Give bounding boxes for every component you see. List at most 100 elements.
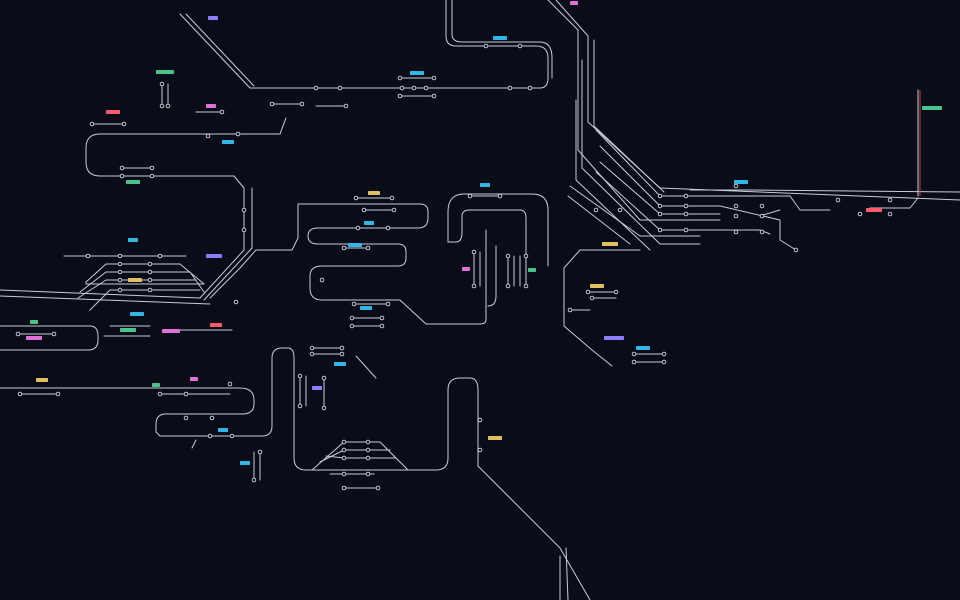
station-node[interactable] bbox=[121, 121, 127, 127]
station-tag-aj[interactable] bbox=[334, 362, 346, 366]
station-node[interactable] bbox=[147, 261, 153, 267]
station-node[interactable] bbox=[431, 93, 437, 99]
station-node[interactable] bbox=[183, 415, 189, 421]
station-node[interactable] bbox=[165, 103, 171, 109]
station-node[interactable] bbox=[567, 307, 573, 313]
station-node[interactable] bbox=[593, 207, 599, 213]
station-tag-t[interactable] bbox=[206, 254, 222, 258]
station-node[interactable] bbox=[365, 455, 371, 461]
station-node[interactable] bbox=[385, 225, 391, 231]
station-node[interactable] bbox=[117, 253, 123, 259]
station-node[interactable] bbox=[683, 227, 689, 233]
station-tag-z[interactable] bbox=[210, 323, 222, 327]
station-node[interactable] bbox=[361, 207, 367, 213]
station-node[interactable] bbox=[157, 253, 163, 259]
station-node[interactable] bbox=[793, 247, 799, 253]
station-node[interactable] bbox=[467, 193, 473, 199]
station-node[interactable] bbox=[341, 455, 347, 461]
station-node[interactable] bbox=[209, 415, 215, 421]
station-tag-am[interactable] bbox=[488, 436, 502, 440]
station-tag-ab[interactable] bbox=[30, 320, 38, 324]
station-node[interactable] bbox=[857, 211, 863, 217]
station-node[interactable] bbox=[269, 101, 275, 107]
station-node[interactable] bbox=[341, 471, 347, 477]
station-node[interactable] bbox=[365, 447, 371, 453]
station-node[interactable] bbox=[379, 323, 385, 329]
station-tag-ag[interactable] bbox=[240, 461, 250, 465]
station-node[interactable] bbox=[235, 131, 241, 137]
station-tag-v[interactable] bbox=[128, 278, 142, 282]
station-node[interactable] bbox=[159, 81, 165, 87]
station-tag-n[interactable] bbox=[922, 106, 942, 110]
station-node[interactable] bbox=[157, 391, 163, 397]
station-node[interactable] bbox=[759, 203, 765, 209]
station-node[interactable] bbox=[55, 391, 61, 397]
station-node[interactable] bbox=[631, 359, 637, 365]
station-node[interactable] bbox=[149, 165, 155, 171]
station-node[interactable] bbox=[423, 85, 429, 91]
station-tag-e[interactable] bbox=[156, 70, 174, 74]
station-node[interactable] bbox=[471, 283, 477, 289]
station-node[interactable] bbox=[759, 229, 765, 235]
station-node[interactable] bbox=[119, 173, 125, 179]
station-node[interactable] bbox=[207, 433, 213, 439]
station-node[interactable] bbox=[887, 197, 893, 203]
station-node[interactable] bbox=[319, 277, 325, 283]
station-node[interactable] bbox=[147, 287, 153, 293]
station-node[interactable] bbox=[117, 261, 123, 267]
station-tag-aa[interactable] bbox=[26, 336, 42, 340]
station-node[interactable] bbox=[397, 75, 403, 81]
station-node[interactable] bbox=[589, 295, 595, 301]
station-tag-r[interactable] bbox=[528, 268, 536, 272]
station-node[interactable] bbox=[297, 403, 303, 409]
station-node[interactable] bbox=[341, 485, 347, 491]
station-node[interactable] bbox=[385, 301, 391, 307]
station-node[interactable] bbox=[147, 269, 153, 275]
station-node[interactable] bbox=[365, 245, 371, 251]
station-node[interactable] bbox=[117, 269, 123, 275]
station-tag-f[interactable] bbox=[222, 140, 234, 144]
station-node[interactable] bbox=[887, 211, 893, 217]
station-tag-i[interactable] bbox=[126, 180, 140, 184]
station-node[interactable] bbox=[365, 439, 371, 445]
station-node[interactable] bbox=[17, 391, 23, 397]
station-node[interactable] bbox=[117, 287, 123, 293]
station-node[interactable] bbox=[15, 331, 21, 337]
station-node[interactable] bbox=[379, 315, 385, 321]
station-node[interactable] bbox=[89, 121, 95, 127]
station-tag-w[interactable] bbox=[130, 312, 144, 316]
station-node[interactable] bbox=[389, 195, 395, 201]
station-tag-b[interactable] bbox=[570, 1, 578, 5]
station-node[interactable] bbox=[397, 93, 403, 99]
station-node[interactable] bbox=[507, 85, 513, 91]
station-node[interactable] bbox=[657, 211, 663, 217]
station-tag-ad[interactable] bbox=[190, 377, 198, 381]
station-node[interactable] bbox=[241, 207, 247, 213]
station-node[interactable] bbox=[505, 253, 511, 259]
station-node[interactable] bbox=[523, 253, 529, 259]
station-tag-ah[interactable] bbox=[312, 386, 322, 390]
station-node[interactable] bbox=[355, 225, 361, 231]
station-node[interactable] bbox=[229, 433, 235, 439]
station-node[interactable] bbox=[147, 277, 153, 283]
station-node[interactable] bbox=[505, 283, 511, 289]
station-node[interactable] bbox=[733, 213, 739, 219]
station-node[interactable] bbox=[391, 207, 397, 213]
station-node[interactable] bbox=[251, 477, 257, 483]
station-node[interactable] bbox=[527, 85, 533, 91]
station-node[interactable] bbox=[119, 165, 125, 171]
station-node[interactable] bbox=[517, 43, 523, 49]
station-node[interactable] bbox=[297, 373, 303, 379]
station-node[interactable] bbox=[51, 331, 57, 337]
station-tag-y[interactable] bbox=[162, 329, 180, 333]
station-node[interactable] bbox=[349, 323, 355, 329]
station-node[interactable] bbox=[683, 211, 689, 217]
station-tag-af[interactable] bbox=[218, 428, 228, 432]
station-node[interactable] bbox=[339, 345, 345, 351]
station-node[interactable] bbox=[661, 351, 667, 357]
station-tag-d[interactable] bbox=[410, 71, 424, 75]
station-node[interactable] bbox=[835, 197, 841, 203]
station-node[interactable] bbox=[733, 203, 739, 209]
station-node[interactable] bbox=[657, 193, 663, 199]
station-node[interactable] bbox=[523, 283, 529, 289]
